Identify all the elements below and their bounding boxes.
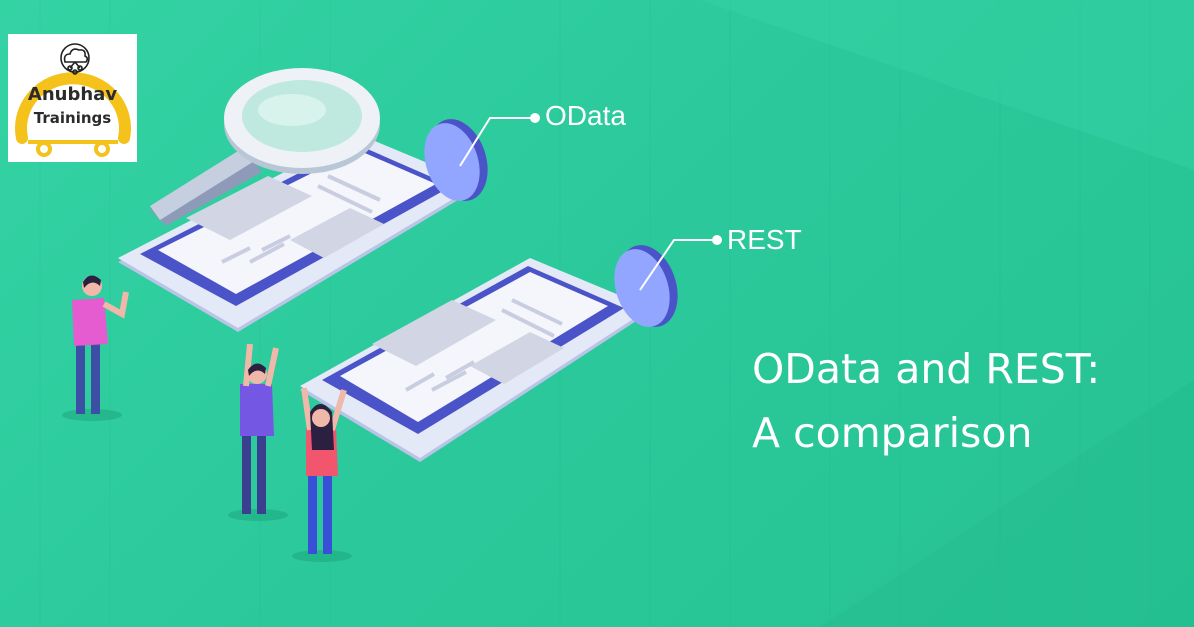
brand-logo: Anubhav Trainings	[8, 34, 137, 162]
logo-text-primary: Anubhav	[27, 84, 118, 105]
callout-lines	[459, 117, 714, 291]
person-right	[292, 387, 352, 562]
magnifying-glass-icon	[150, 68, 380, 226]
person-middle	[228, 343, 288, 521]
odata-callout-label: OData	[545, 100, 626, 131]
rest-callout-label: REST	[727, 224, 802, 255]
phone-rest	[300, 245, 678, 462]
logo-mark	[15, 43, 131, 157]
page-title: OData and REST: A comparison	[752, 337, 1172, 465]
title-line-2: A comparison	[752, 409, 1033, 457]
person-left	[62, 275, 129, 421]
logo-text-secondary: Trainings	[33, 109, 112, 127]
phone-odata	[118, 119, 488, 332]
title-line-1: OData and REST:	[752, 345, 1101, 393]
cloud-network-icon	[60, 43, 90, 75]
